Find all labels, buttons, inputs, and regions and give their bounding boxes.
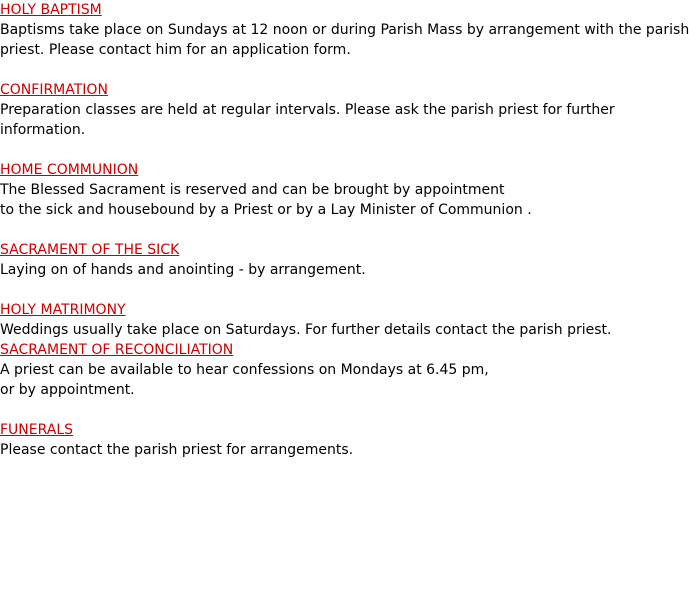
section-text: information. bbox=[0, 122, 86, 138]
spacer bbox=[0, 140, 662, 160]
heading-funerals[interactable]: FUNERALS bbox=[0, 422, 74, 438]
section-text: Baptisms take place on Sundays at 12 noo… bbox=[0, 22, 689, 38]
section-funerals: FUNERALS Please contact the parish pries… bbox=[0, 420, 662, 460]
heading-holy-baptism[interactable]: HOLY BAPTISM bbox=[0, 2, 102, 18]
heading-home-communion[interactable]: HOME COMMUNION bbox=[0, 162, 139, 178]
section-text: or by appointment. bbox=[0, 382, 135, 398]
spacer bbox=[0, 60, 662, 80]
section-confirmation: CONFIRMATION Preparation classes are hel… bbox=[0, 80, 662, 140]
page-content: HOLY BAPTISM Baptisms take place on Sund… bbox=[0, 0, 689, 460]
section-text: Preparation classes are held at regular … bbox=[0, 102, 615, 118]
section-holy-matrimony: HOLY MATRIMONY Weddings usually take pla… bbox=[0, 300, 662, 340]
spacer bbox=[0, 220, 662, 240]
section-text: Please contact the parish priest for arr… bbox=[0, 442, 354, 458]
section-holy-baptism: HOLY BAPTISM Baptisms take place on Sund… bbox=[0, 0, 689, 60]
section-text: A priest can be available to hear confes… bbox=[0, 362, 489, 378]
spacer bbox=[0, 280, 662, 300]
section-home-communion: HOME COMMUNION The Blessed Sacrament is … bbox=[0, 160, 662, 220]
section-reconciliation: SACRAMENT OF RECONCILIATION A priest can… bbox=[0, 340, 662, 400]
section-text: Weddings usually take place on Saturdays… bbox=[0, 322, 612, 338]
heading-sacrament-of-the-sick[interactable]: SACRAMENT OF THE SICK bbox=[0, 242, 180, 258]
heading-confirmation[interactable]: CONFIRMATION bbox=[0, 82, 108, 98]
heading-reconciliation[interactable]: SACRAMENT OF RECONCILIATION bbox=[0, 342, 234, 358]
section-text: Laying on of hands and anointing - by ar… bbox=[0, 262, 366, 278]
spacer bbox=[0, 400, 662, 420]
heading-holy-matrimony[interactable]: HOLY MATRIMONY bbox=[0, 302, 126, 318]
section-text: to the sick and housebound by a Priest o… bbox=[0, 202, 532, 218]
section-text: priest. Please contact him for an applic… bbox=[0, 42, 351, 58]
section-sacrament-of-the-sick: SACRAMENT OF THE SICK Laying on of hands… bbox=[0, 240, 662, 280]
section-text: The Blessed Sacrament is reserved and ca… bbox=[0, 182, 505, 198]
